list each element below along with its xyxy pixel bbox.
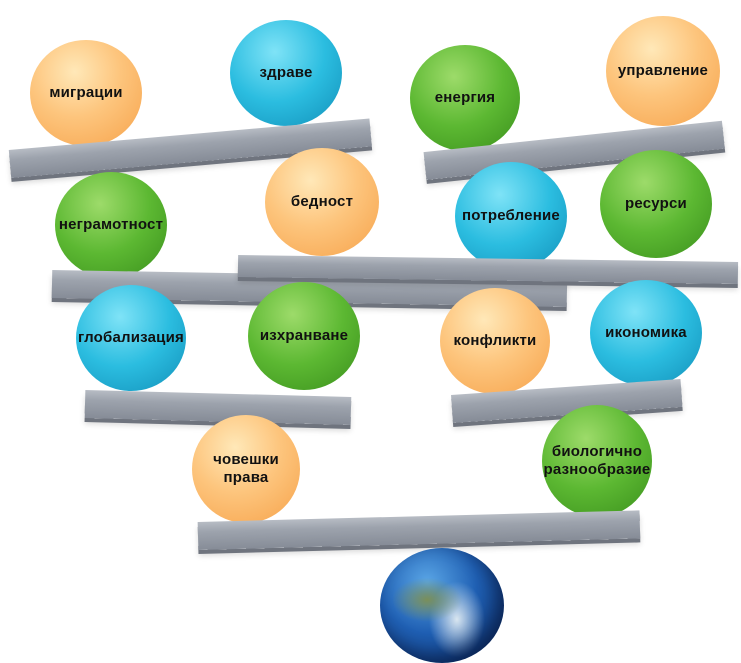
ball-ikonomika: икономика — [590, 280, 702, 386]
ball-globalizatsiya: глобализация — [76, 285, 186, 391]
ball-label: енергия — [434, 89, 496, 106]
plank-lower-left — [84, 390, 352, 425]
ball-konflikti: конфликти — [440, 288, 550, 394]
ball-label: потребление — [462, 207, 560, 224]
ball-label: ресурси — [625, 195, 687, 212]
ball-label: неграмотност — [58, 216, 164, 233]
ball-label: биологично разнообразие — [543, 443, 651, 478]
ball-label: изхранване — [259, 327, 349, 344]
ball-label: управление — [617, 62, 709, 79]
earth-globe-icon — [380, 548, 504, 663]
ball-migratsii: миграции — [30, 40, 142, 146]
ball-label: бедност — [290, 193, 354, 210]
ball-izhranvane: изхранване — [248, 282, 360, 390]
ball-zdrave: здраве — [230, 20, 342, 126]
ball-label: икономика — [605, 324, 687, 341]
ball-biologichno-raznoobrazie: биологично разнообразие — [542, 405, 652, 517]
ball-choveshki-prava: човешки права — [192, 415, 300, 523]
ball-potreblenie: потребление — [455, 162, 567, 270]
ball-negramotnost: неграмотност — [55, 172, 167, 278]
ball-label: глобализация — [78, 329, 184, 346]
ball-label: миграции — [49, 84, 123, 101]
ball-label: здраве — [259, 64, 313, 81]
ball-label: човешки права — [213, 451, 279, 486]
ball-label: конфликти — [453, 332, 537, 349]
ball-resursi: ресурси — [600, 150, 712, 258]
ball-bednost: бедност — [265, 148, 379, 256]
ball-energiya: енергия — [410, 45, 520, 151]
ball-upravlenie: управление — [606, 16, 720, 126]
